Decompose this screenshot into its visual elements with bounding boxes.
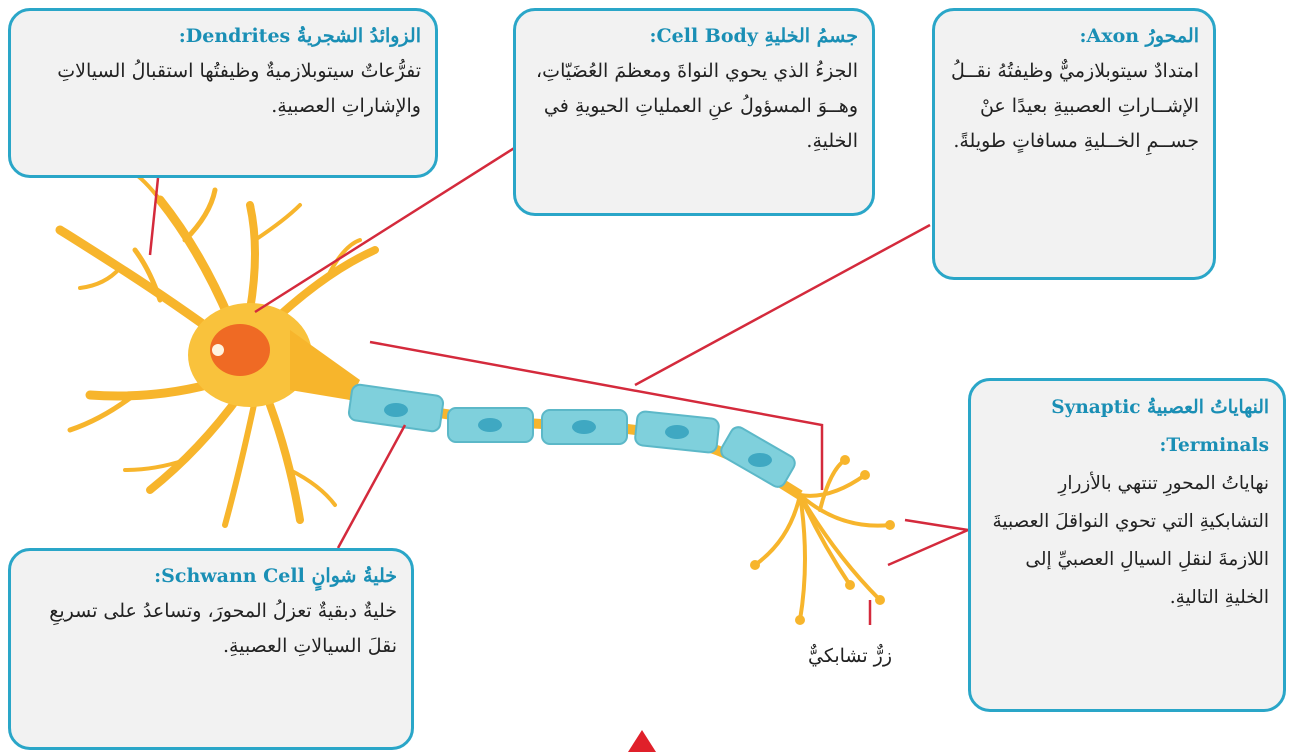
callout-cell-body-text: الجزءُ الذي يحوي النواةَ ومعظمَ العُضَيّ… bbox=[530, 54, 858, 159]
callout-synaptic-terminals: النهاياتُ العصبيةُ Synaptic Terminals: ن… bbox=[968, 378, 1286, 712]
label-synaptic-bouton: زرٌّ تشابكيٌّ bbox=[808, 645, 892, 667]
nucleolus bbox=[212, 344, 224, 356]
callout-schwann-cell: خليةُ شوانٍ Schwann Cell: خليةٌ دبقيةٌ ت… bbox=[8, 548, 414, 750]
triangle-marker bbox=[628, 730, 656, 752]
callout-dendrites-text: تفرُّعاتٌ سيتوبلازميةٌ وظيفتُها استقبالُ… bbox=[25, 54, 421, 124]
callout-dendrites: الزوائدُ الشجريةُ Dendrites: تفرُّعاتٌ س… bbox=[8, 8, 438, 178]
schwann-cells bbox=[348, 384, 798, 490]
callout-axon-text: امتدادٌ سيتوبلازميٌّ وظيفتُهُ نقــلُ الإ… bbox=[949, 54, 1199, 159]
callout-axon: المحورُ Axon: امتدادٌ سيتوبلازميٌّ وظيفت… bbox=[932, 8, 1216, 280]
callout-axon-title: المحورُ Axon: bbox=[949, 19, 1199, 54]
callout-schwann-cell-text: خليةٌ دبقيةٌ تعزلُ المحورَ، وتساعدُ على … bbox=[25, 594, 397, 664]
callout-cell-body: جسمُ الخليةِ Cell Body: الجزءُ الذي يحوي… bbox=[513, 8, 875, 216]
callout-schwann-cell-title: خليةُ شوانٍ Schwann Cell: bbox=[25, 559, 397, 594]
callout-synaptic-terminals-title: النهاياتُ العصبيةُ Synaptic Terminals: bbox=[985, 389, 1269, 465]
callout-synaptic-terminals-text: نهاياتُ المحورِ تنتهي بالأزرارِ التشابكي… bbox=[985, 465, 1269, 617]
axon-hillock bbox=[290, 330, 360, 400]
callout-dendrites-title: الزوائدُ الشجريةُ Dendrites: bbox=[25, 19, 421, 54]
callout-cell-body-title: جسمُ الخليةِ Cell Body: bbox=[530, 19, 858, 54]
